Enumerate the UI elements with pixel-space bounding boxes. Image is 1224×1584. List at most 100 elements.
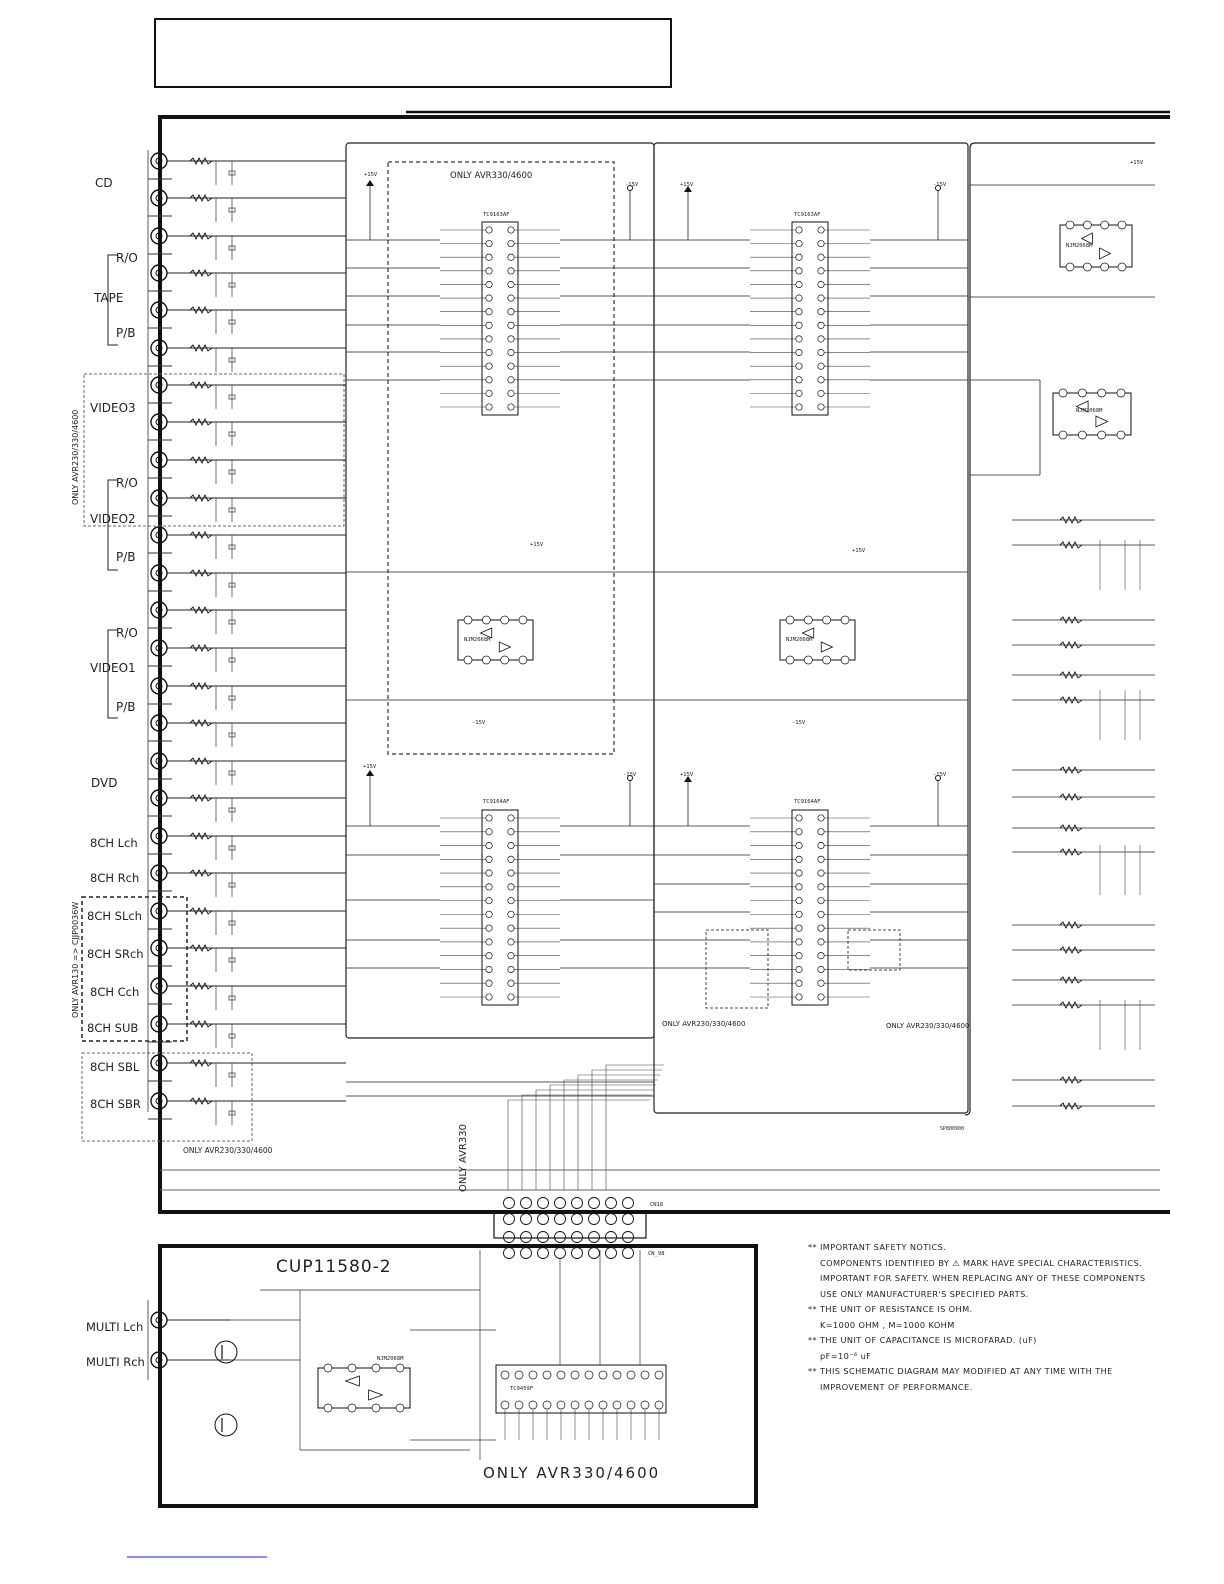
ic-pin [463, 615, 473, 625]
ic23-label: TC9164AF [483, 799, 510, 805]
label-8ch-sl: 8CH SLch [87, 909, 142, 923]
capacitor [228, 282, 236, 288]
ic-pin [485, 965, 493, 974]
ic-pin [817, 321, 825, 329]
power-node [627, 775, 633, 781]
ic-pin [795, 855, 803, 863]
resistor [189, 981, 213, 991]
ribbon-wire [507, 1099, 650, 1190]
ic-pin [1082, 220, 1092, 230]
ic-pin [485, 938, 493, 946]
ic-pin [485, 924, 493, 932]
dashed-region-avr330 [387, 161, 615, 755]
resistor [189, 156, 213, 166]
safety-notes: ** IMPORTANT SAFETY NOTICS. COMPONENTS I… [808, 1240, 1208, 1395]
label-8ch-sub: 8CH SUB [87, 1021, 138, 1035]
resistor [189, 343, 213, 353]
ribbon-wire [549, 1084, 656, 1190]
ic-pin [507, 924, 515, 932]
board-to-board-link [493, 1211, 647, 1239]
ic-pin [371, 1363, 381, 1373]
ic-pin [803, 655, 813, 665]
power-neg-1: -15V [625, 182, 639, 188]
opamp-symbol [1095, 415, 1109, 428]
ic-pin [795, 321, 803, 329]
note-only-avr230-bottom: ONLY AVR230/330/4600 [183, 1146, 273, 1155]
rca-jack-center [155, 569, 163, 577]
capacitor [228, 207, 236, 213]
resistor [189, 231, 213, 241]
connector-pin [537, 1247, 549, 1259]
power-pos-2: +15V [680, 182, 694, 188]
note-only-avr230-vert: ONLY AVR230/330/4600 [71, 410, 80, 505]
capacitor [228, 507, 236, 513]
ic-pin [556, 1370, 566, 1380]
ic-pin [485, 253, 493, 261]
opamp-ic-body [1059, 224, 1133, 268]
ribbon-wire [605, 1064, 664, 1190]
resistor [189, 868, 213, 878]
connector-pin [605, 1231, 617, 1243]
note-only-mid-a: ONLY AVR230/330/4600 [662, 1020, 745, 1028]
ic-pin [507, 883, 515, 891]
ic-pin [795, 253, 803, 261]
ic-pin [817, 965, 825, 974]
connector-pin [554, 1213, 566, 1225]
rca-jack-center [155, 907, 163, 915]
connector-pin [605, 1197, 617, 1209]
opamp-symbol [1075, 400, 1089, 413]
label-tape-pb: P/B [116, 326, 136, 340]
capacitor [228, 170, 236, 176]
resistor [1059, 823, 1083, 833]
ic24-label: TC9163AF [794, 212, 821, 218]
opamp-symbol [368, 1389, 384, 1401]
ic-pin [507, 376, 515, 384]
note-line-10: IMPROVEMENT OF PERFORMANCE. [820, 1381, 973, 1392]
rca-jack-center [155, 682, 163, 690]
ic-pin [795, 240, 803, 248]
ic-pin [817, 294, 825, 302]
ic-pin [1065, 220, 1075, 230]
ribbon-wire [521, 1094, 652, 1190]
dashed-region-sb [81, 1052, 253, 1142]
rca-jack-center [155, 1356, 163, 1364]
ic-pin [500, 655, 510, 665]
connector-pin [503, 1231, 515, 1243]
ic41-label: TC9459F [510, 1386, 533, 1392]
ic-pin [612, 1370, 622, 1380]
selector-ic-body [791, 809, 829, 1006]
ic-pin [817, 814, 825, 822]
resistor [189, 906, 213, 916]
resistor [189, 831, 213, 841]
ic-pin [817, 883, 825, 891]
opamp-symbol [1080, 232, 1093, 245]
note-only-avr330-vert: ONLY AVR330 [458, 1124, 469, 1192]
ic-pin [817, 280, 825, 289]
rca-jack-center [155, 494, 163, 502]
rca-jack-center [155, 381, 163, 389]
ic-pin [817, 910, 825, 918]
rca-jack-center [155, 456, 163, 464]
ic-pin [507, 321, 515, 329]
opamp-symbol [344, 1375, 360, 1387]
resistor [189, 1019, 213, 1029]
label-video1: VIDEO1 [90, 661, 136, 675]
ic-pin [528, 1400, 538, 1410]
resistor [189, 380, 213, 390]
note-line-6: K=1000 OHM , M=1000 KOHM [820, 1319, 955, 1330]
connector-pin [554, 1197, 566, 1209]
resistor [189, 193, 213, 203]
power-pos-6: +15V [530, 542, 544, 548]
ic-pin [1058, 430, 1068, 440]
note-line-4: USE ONLY MANUFACTURER'S SPECIFIED PARTS. [820, 1288, 1029, 1299]
label-tape: TAPE [93, 291, 123, 305]
ic-pin [795, 294, 803, 302]
ic-pin [371, 1403, 381, 1413]
ic-pin [1077, 388, 1087, 398]
opamp-symbol [1099, 247, 1112, 260]
resistor [189, 643, 213, 653]
ic-pin [507, 348, 515, 357]
sub-board-outline [158, 1244, 758, 1508]
connector-pin [503, 1213, 515, 1225]
